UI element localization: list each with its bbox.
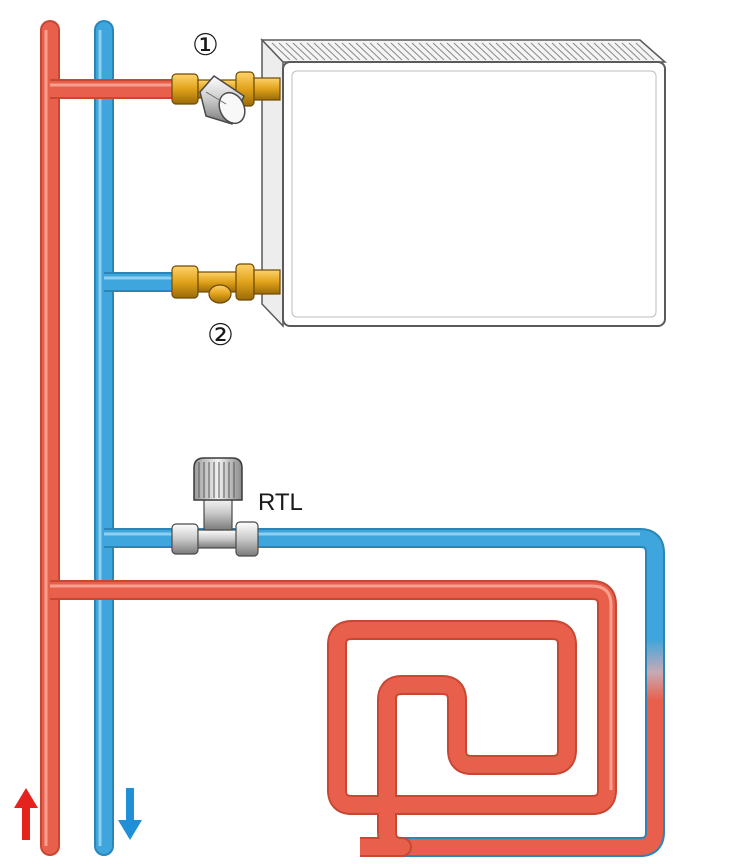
radiator-side <box>261 38 284 328</box>
arrow-up-icon <box>14 788 38 840</box>
floor-loop-return-line <box>104 528 665 857</box>
radiator <box>260 38 667 328</box>
valve-1 <box>171 71 281 125</box>
valve-1-label: ① <box>192 29 219 62</box>
radiator-front-inner <box>291 70 657 318</box>
valve-2-cap <box>208 284 232 304</box>
valve-2-label: ② <box>207 319 234 352</box>
rtl-valve-knob-ribs <box>198 462 235 498</box>
supply-riser <box>40 20 60 856</box>
radiator-fin-lines <box>271 42 655 61</box>
radiator-front-panel <box>282 61 666 327</box>
valve-2 <box>171 263 281 304</box>
rtl-label: RTL <box>258 489 303 516</box>
floor-heating-spiral <box>50 580 617 857</box>
rtl-valve <box>171 457 259 557</box>
arrow-down-icon <box>118 788 142 840</box>
supply-branch-radiator <box>50 79 180 99</box>
rtl-valve-knob <box>193 457 243 501</box>
return-branch-radiator <box>104 272 180 292</box>
return-riser <box>94 20 114 856</box>
